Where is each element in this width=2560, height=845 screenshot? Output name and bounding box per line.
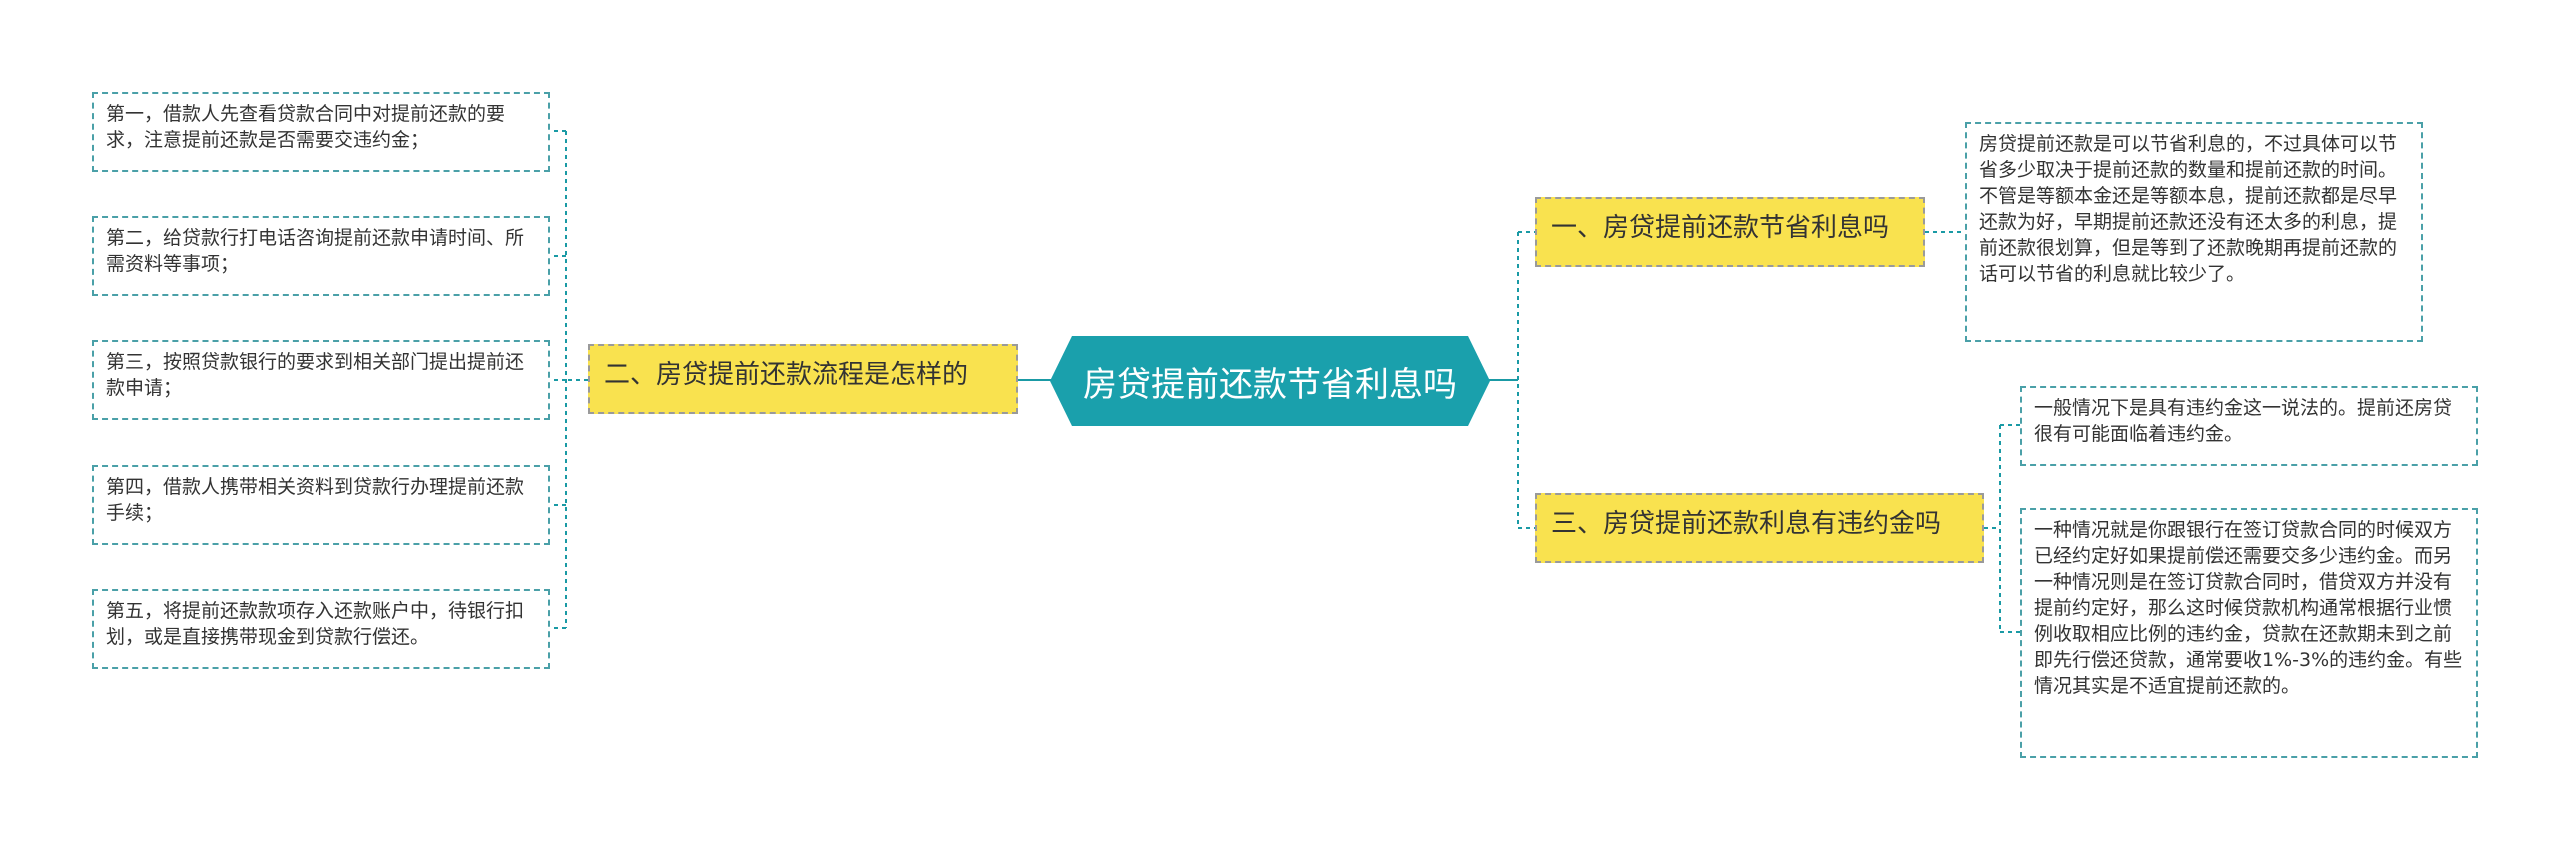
leaf-left-3[interactable]: 第三，按照贷款银行的要求到相关部门提出提前还款申请； — [92, 340, 550, 420]
topic-right-top-label: 一、房贷提前还款节省利息吗 — [1551, 213, 1890, 243]
leaf-text: 一般情况下是具有违约金这一说法的。提前还房贷很有可能面临着违约金。 — [2034, 397, 2453, 445]
topic-right-top[interactable]: 一、房贷提前还款节省利息吗 — [1535, 197, 1925, 267]
leaf-text: 第二，给贷款行打电话咨询提前还款申请时间、所需资料等事项； — [106, 227, 525, 275]
leaf-text: 第一，借款人先查看贷款合同中对提前还款的要求，注意提前还款是否需要交违约金； — [106, 103, 506, 151]
root-node-shape — [1050, 336, 1490, 426]
leaf-text: 一种情况就是你跟银行在签订贷款合同的时候双方已经约定好如果提前偿还需要交多少违约… — [2034, 519, 2463, 697]
topic-right-bottom[interactable]: 三、房贷提前还款利息有违约金吗 — [1535, 493, 1984, 563]
leaf-right-top-1[interactable]: 房贷提前还款是可以节省利息的，不过具体可以节省多少取决于提前还款的数量和提前还款… — [1965, 122, 2423, 342]
topic-left-label: 二、房贷提前还款流程是怎样的 — [604, 360, 969, 390]
leaf-left-5[interactable]: 第五，将提前还款款项存入还款账户中，待银行扣划，或是直接携带现金到贷款行偿还。 — [92, 589, 550, 669]
topic-left[interactable]: 二、房贷提前还款流程是怎样的 — [588, 344, 1018, 414]
leaf-right-bottom-2[interactable]: 一种情况就是你跟银行在签订贷款合同的时候双方已经约定好如果提前偿还需要交多少违约… — [2020, 508, 2478, 758]
leaf-right-bottom-1[interactable]: 一般情况下是具有违约金这一说法的。提前还房贷很有可能面临着违约金。 — [2020, 386, 2478, 466]
leaf-text: 第四，借款人携带相关资料到贷款行办理提前还款手续； — [106, 476, 525, 524]
leaf-text: 房贷提前还款是可以节省利息的，不过具体可以节省多少取决于提前还款的数量和提前还款… — [1979, 133, 2398, 285]
leaf-left-2[interactable]: 第二，给贷款行打电话咨询提前还款申请时间、所需资料等事项； — [92, 216, 550, 296]
root-title: 房贷提前还款节省利息吗 — [1083, 364, 1457, 405]
leaf-left-1[interactable]: 第一，借款人先查看贷款合同中对提前还款的要求，注意提前还款是否需要交违约金； — [92, 92, 550, 172]
root-node[interactable]: 房贷提前还款节省利息吗 — [1050, 336, 1490, 426]
leaf-text: 第五，将提前还款款项存入还款账户中，待银行扣划，或是直接携带现金到贷款行偿还。 — [106, 600, 525, 648]
leaf-text: 第三，按照贷款银行的要求到相关部门提出提前还款申请； — [106, 351, 525, 399]
leaf-left-4[interactable]: 第四，借款人携带相关资料到贷款行办理提前还款手续； — [92, 465, 550, 545]
topic-right-bottom-label: 三、房贷提前还款利息有违约金吗 — [1551, 509, 1942, 539]
